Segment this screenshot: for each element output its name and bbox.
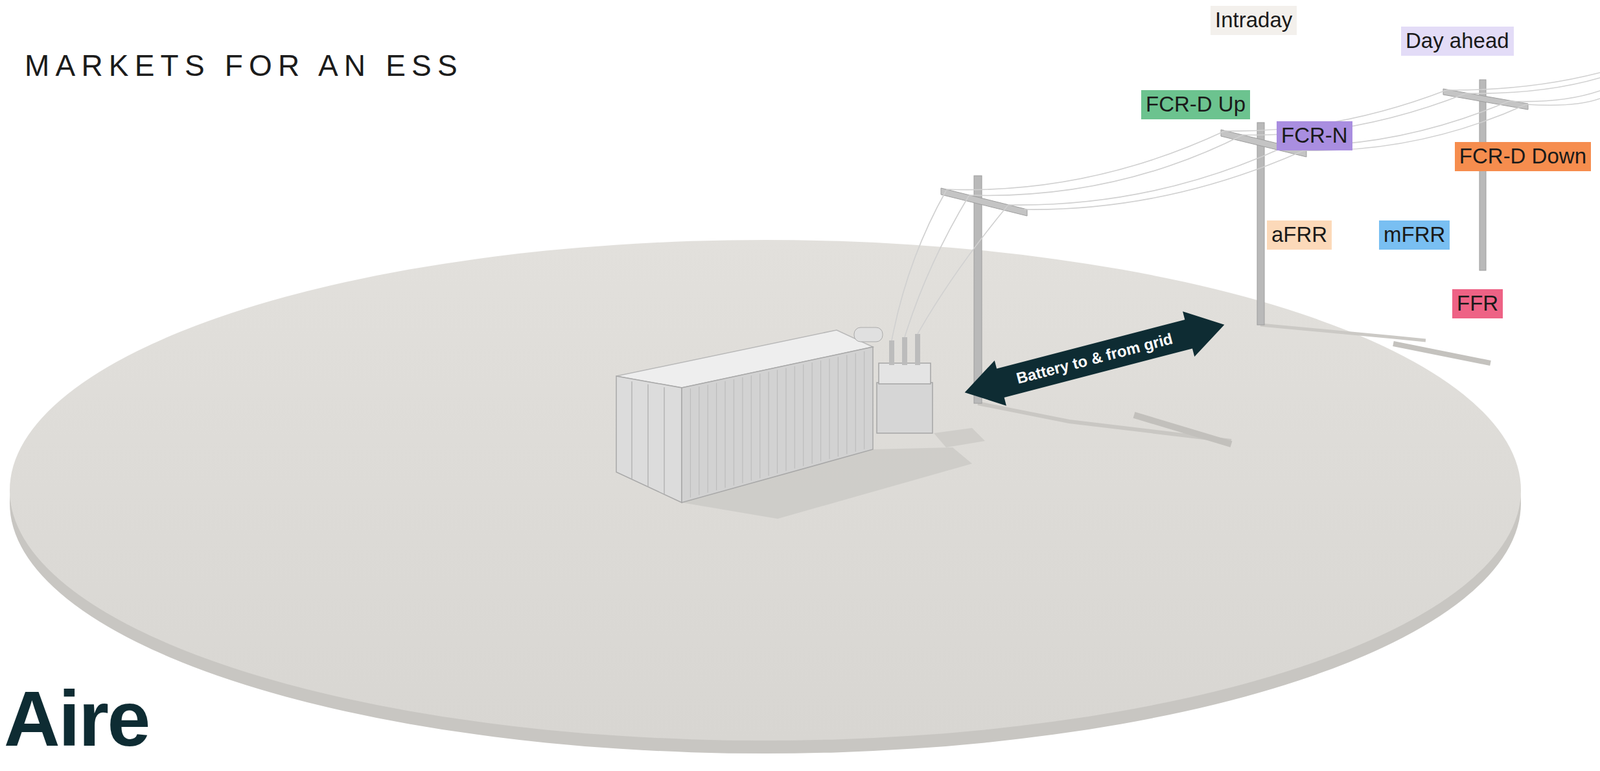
double-arrow [959,301,1231,415]
container-rib [802,364,804,466]
container-side [681,346,873,503]
market-tag: Intraday [1210,5,1297,35]
wire [1446,72,1600,91]
market-name: Day ahead [1405,28,1510,54]
container-rib [724,381,726,488]
container-rib [837,356,839,456]
transformer-shadow [933,427,986,448]
market-name: aFRR [1271,222,1328,247]
container-rib [785,368,787,472]
transformer-body [876,382,933,433]
market-name: mFRR [1383,222,1446,247]
wire [1465,77,1600,94]
container-end [616,375,682,503]
container-rib [707,384,709,492]
container-rib [698,386,700,495]
wire [1023,150,1304,210]
container-door-bar [647,384,649,487]
container-rib [759,373,761,478]
wire [1007,145,1287,205]
wire [1526,98,1600,105]
wire [891,190,947,341]
poles [940,79,1529,404]
market-tag: FFR [1452,289,1503,319]
market-tag: FCR-D Up [1141,90,1251,120]
pole-shadow [1393,343,1491,363]
container-door-bar [663,386,665,494]
container-rib [846,355,847,455]
arrow-label: Battery to & from grid [1014,329,1175,388]
wire [917,205,1008,334]
market-tag: Day ahead [1401,26,1514,56]
container-rib [733,379,735,486]
container-rib [751,375,752,481]
bushing [889,340,895,365]
market-name: FFR [1456,290,1499,316]
market-name: Intraday [1215,7,1293,33]
container-rib [820,360,822,461]
container-door-bar [631,381,633,479]
wire [904,195,969,337]
market-name: FCR-N [1281,123,1348,148]
market-tag: FCR-N [1276,121,1353,151]
market-name: FCR-D Down [1459,143,1587,169]
container-rib [828,358,830,459]
ground-disk [9,239,1521,741]
page-title: MARKETS FOR AN ESS [24,47,464,83]
market-tag: mFRR [1379,220,1450,250]
container-rib [742,377,743,483]
pole-shadow [1260,324,1426,341]
logo-wordmark: Aire [3,679,150,757]
pole [1479,79,1486,271]
container-rib [863,351,865,450]
power-lines [891,72,1600,341]
container-rib [776,370,778,474]
transformer-top [878,362,931,384]
pole [1257,122,1265,325]
battery-container [616,329,873,503]
container-rib [690,388,691,498]
crossarm [940,187,1028,216]
bushing [915,333,921,365]
market-name: FCR-D Up [1145,92,1246,117]
container-rib [767,371,769,476]
container-rib [794,366,796,469]
wire [1508,90,1600,102]
transformer-tank [854,327,883,342]
market-tag: FCR-D Down [1454,141,1591,172]
container-rib [855,353,857,452]
pole [973,175,982,404]
market-tag: aFRR [1266,220,1332,250]
transformer [854,327,933,433]
double-arrow-shape [959,301,1231,415]
container-rib [811,362,813,464]
container-rib [716,382,717,491]
bushing [902,336,908,365]
pole-shadow [1134,414,1232,444]
wire [946,130,1225,190]
